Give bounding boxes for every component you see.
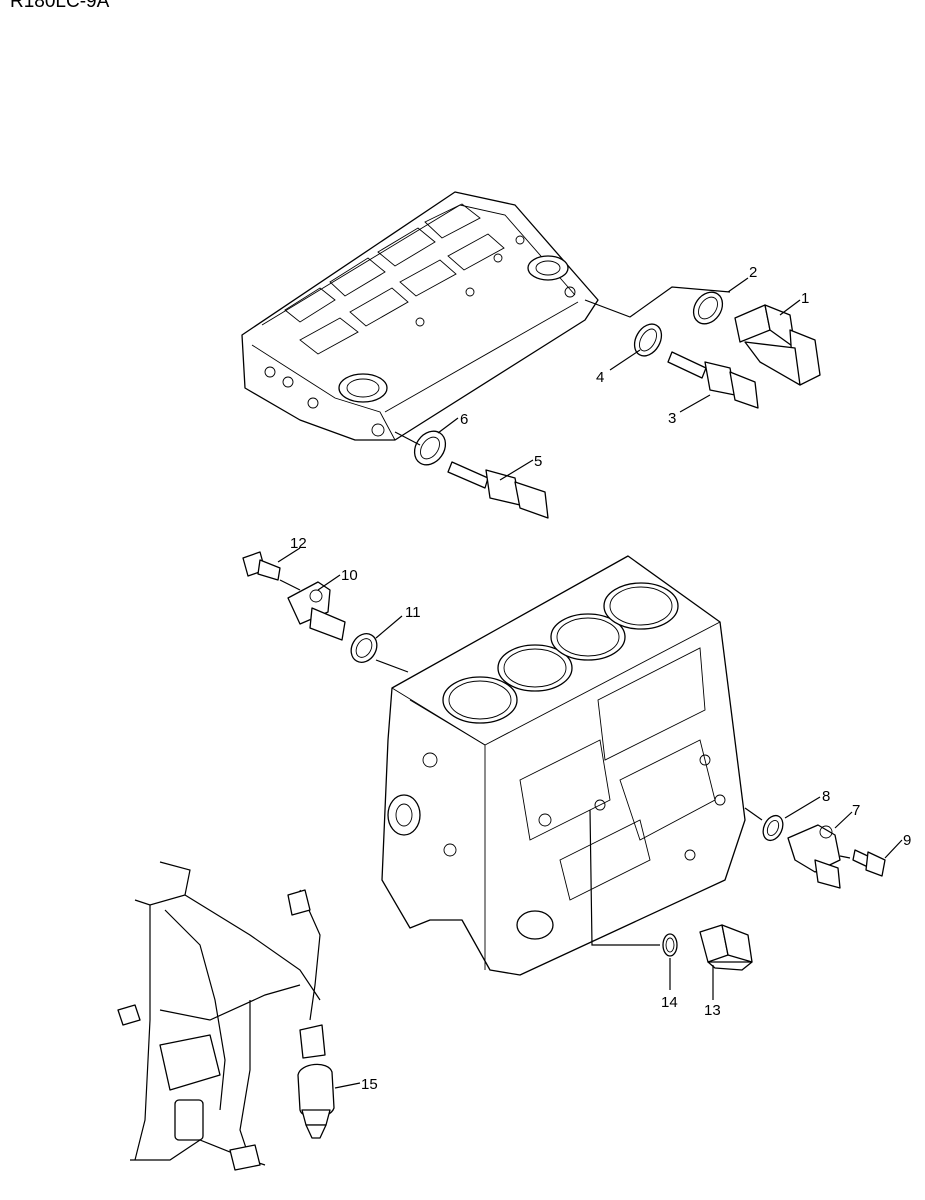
callout-4: 4	[596, 369, 604, 386]
wiring-harness	[117, 861, 326, 1171]
leader-lines	[277, 277, 903, 1089]
callout-1: 1	[801, 290, 809, 307]
part-13-pressure-sensor	[699, 924, 753, 971]
callout-3: 3	[668, 410, 676, 427]
callout-9: 9	[903, 832, 911, 849]
part-2-o-ring	[692, 291, 724, 325]
callout-13: 13	[704, 1002, 721, 1019]
part-12-bolt	[242, 551, 281, 581]
part-11-o-ring	[350, 633, 378, 663]
part-7-speed-sensor	[787, 824, 841, 889]
callout-14: 14	[661, 994, 678, 1011]
part-9-bolt	[852, 849, 886, 877]
part-1-pressure-sensor	[734, 304, 821, 386]
part-3-temperature-sensor	[667, 351, 759, 409]
cylinder-block	[381, 555, 746, 976]
callout-15: 15	[361, 1076, 378, 1093]
part-10-speed-sensor	[287, 581, 346, 641]
part-4-o-ring	[633, 323, 663, 357]
callout-2: 2	[749, 264, 757, 281]
callout-8: 8	[822, 788, 830, 805]
callout-5: 5	[534, 453, 542, 470]
callout-10: 10	[341, 567, 358, 584]
callout-6: 6	[460, 411, 468, 428]
part-5-temperature-sensor	[447, 461, 549, 519]
cylinder-head	[241, 191, 599, 441]
callout-labels: 1 2 3 4 5 6 7 8 9 10 11 12 13 14 15	[290, 264, 911, 1093]
part-14-o-ring	[662, 933, 678, 957]
callout-12: 12	[290, 535, 307, 552]
part-8-o-ring	[762, 814, 784, 842]
part-6-o-ring	[413, 430, 447, 466]
callout-7: 7	[852, 802, 860, 819]
callout-11: 11	[405, 604, 421, 621]
model-code: R180LC-9A	[10, 0, 110, 12]
part-15-pressure-sensor	[297, 1063, 335, 1139]
